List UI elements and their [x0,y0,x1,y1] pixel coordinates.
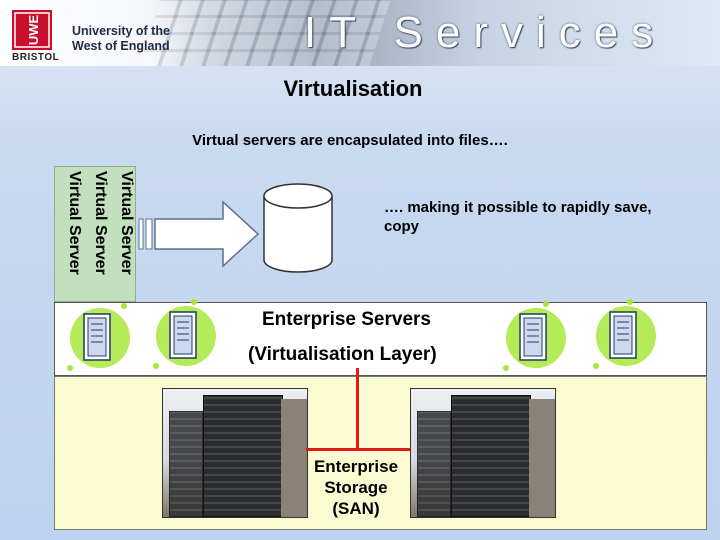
banner-title: IT Services [304,8,667,57]
university-line-1: University of the [72,24,170,38]
university-line-2: West of England [72,39,170,53]
file-cylinder-icon [263,183,333,273]
storage-photo [162,388,308,518]
server-icon [67,303,130,371]
san-link-vertical [356,368,359,450]
slide-title: Virtualisation [283,76,423,101]
virtual-server-label: Virtual Server [118,171,135,275]
rack-image [451,395,531,517]
server-icon [593,299,656,369]
virtual-server-box: Virtual Server Virtual Server Virtual Se… [54,166,136,302]
virtualisation-layer-label: (Virtualisation Layer) [248,344,437,365]
server-icon [153,299,216,369]
server-icon [503,301,566,371]
logo-text: UWE [26,15,41,46]
storage-line-3: (SAN) [332,499,380,518]
block-arrow-icon [138,200,260,268]
virtual-server-label: Virtual Server [66,171,83,275]
san-link-horizontal [306,448,410,451]
virtual-server-label: Virtual Server [92,171,109,275]
city-label: BRISTOL [12,52,60,63]
rack-image [203,395,283,517]
rack-image [417,411,451,517]
rack-image [169,411,203,517]
university-name: University of the West of England [72,24,182,54]
storage-line-1: Enterprise [313,457,399,476]
enterprise-servers-label: Enterprise Servers [262,309,431,330]
slide-subtitle: Virtual servers are encapsulated into fi… [192,132,508,149]
enterprise-storage-label: Enterprise Storage (SAN) [306,456,406,519]
storage-photo [410,388,556,518]
door-image [529,399,555,517]
header-banner [0,0,720,66]
copy-note: …. making it possible to rapidly save, c… [384,199,652,235]
uwe-logo-icon: UWE [12,10,52,50]
storage-line-2: Storage [324,478,388,497]
door-image [281,399,307,517]
